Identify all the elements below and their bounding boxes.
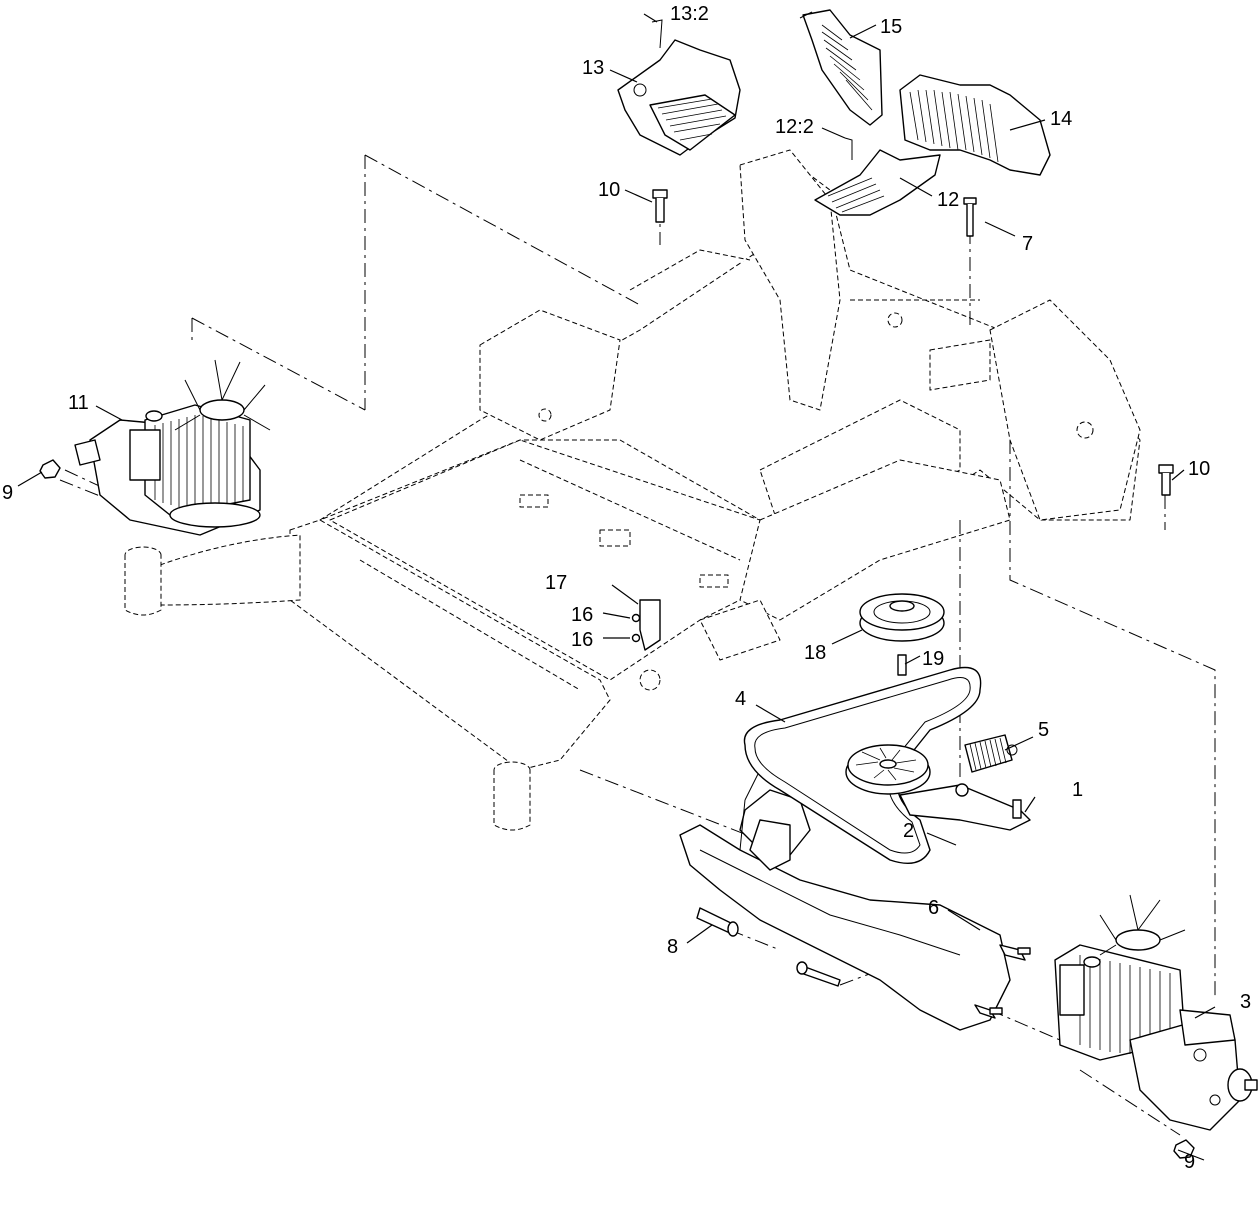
callout-1: 1 <box>1072 779 1083 801</box>
callout-12-2: 12:2 <box>775 116 814 138</box>
callout-17: 17 <box>545 572 567 594</box>
callout-12: 12 <box>937 189 959 211</box>
chassis-frame <box>124 149 1141 831</box>
part-13-panel <box>617 19 741 156</box>
callout-10-right: 10 <box>1188 458 1210 480</box>
part-14-panel <box>899 74 1051 176</box>
part-11-hydro-pump-left <box>74 359 271 536</box>
callout-8: 8 <box>667 936 678 958</box>
callout-2: 2 <box>903 820 914 842</box>
part-5-tension-spring <box>964 734 1018 773</box>
callout-15: 15 <box>880 16 902 38</box>
callout-9-right: 9 <box>1184 1151 1195 1173</box>
callout-13-2: 13:2 <box>670 3 709 25</box>
part-1-idler-arm <box>845 744 1031 831</box>
callout-11: 11 <box>68 392 89 414</box>
part-15-panel <box>799 9 883 126</box>
callout-6: 6 <box>928 897 939 919</box>
callout-10-upper: 10 <box>598 179 620 201</box>
callout-14: 14 <box>1050 108 1072 130</box>
callout-4: 4 <box>735 688 746 710</box>
callout-18: 18 <box>804 642 826 664</box>
callout-16-upper: 16 <box>571 604 593 626</box>
callout-13: 13 <box>582 57 604 79</box>
callout-7: 7 <box>1022 233 1033 255</box>
part-3-hydro-pump-right <box>1054 894 1258 1131</box>
leader-lines <box>17 13 1216 1161</box>
bolts <box>39 189 1195 1159</box>
callout-labels: 1 2 3 4 5 6 7 8 9 9 10 10 11 12 12:2 13 … <box>2 3 1251 1173</box>
part-6-pump-mount-bracket <box>679 769 1031 1031</box>
part-18-pulley <box>859 593 945 642</box>
callout-5: 5 <box>1038 719 1049 741</box>
callout-19: 19 <box>922 648 944 670</box>
callout-3: 3 <box>1240 991 1251 1013</box>
part-12-bracket <box>814 137 941 216</box>
callout-16-lower: 16 <box>571 629 593 651</box>
callout-9-left: 9 <box>2 482 13 504</box>
